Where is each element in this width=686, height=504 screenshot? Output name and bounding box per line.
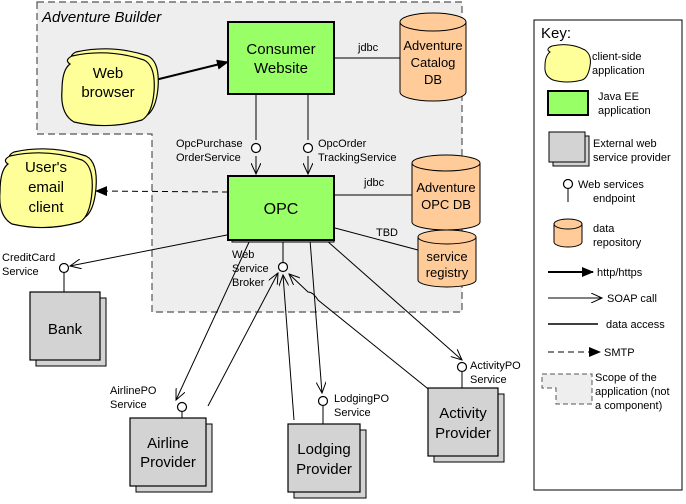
soap-link-activity [325,239,462,360]
airline-provider-label-1: Airline [147,435,189,452]
catalog-db-label-2: Catalog [411,55,456,70]
legend-label-smtp: SMTP [604,347,635,359]
lodging-provider-label-2: Provider [296,461,352,478]
adventure-opc-db-node: Adventure OPC DB [411,154,481,231]
legend-label-repository-2: repository [593,237,642,249]
opc-label: OPC [264,201,299,218]
email-client-label-3: client [28,199,64,216]
soap-link-lodging [309,239,322,393]
creditcard-label-2: Service [2,266,39,278]
adventure-catalog-db-node: Adventure Catalog DB [399,12,467,102]
tbd-link-registry [334,227,419,251]
web-browser-label-2: browser [81,84,134,101]
email-client-node: User's email client [0,148,97,229]
web-services-endpoint-icon [562,178,574,202]
legend-label-data-access: data access [606,319,665,331]
soap-link-activity-broker [289,274,433,393]
activity-provider-label-2: Provider [435,425,491,442]
data-repository-icon [553,218,583,248]
opc-tracking-label-1: OpcOrder [318,138,367,150]
activity-po-label-2: Service [470,374,507,386]
legend-label-scope-1: Scope of the [595,372,657,384]
legend-label-repository-1: data [593,223,615,235]
registry-label-2: registry [426,265,469,280]
airline-po-label-2: Service [110,399,147,411]
smtp-link-email [95,186,229,197]
consumer-website-label-1: Consumer [246,41,315,58]
legend-label-external-1: External web [593,138,657,150]
legend-label-external-2: service provider [593,152,671,164]
legend-label-client-1: client-side [592,51,642,63]
bank-node: Bank [29,291,107,367]
soap-link-airline [176,239,251,400]
lodging-provider-label-1: Lodging [297,441,350,458]
legend: Key: client-side application Java EE app… [533,19,683,491]
creditcard-endpoint [58,262,70,274]
broker-label-1: Web [232,249,254,261]
legend-label-scope-3: a component) [595,400,662,412]
web-browser-label-1: Web [93,65,124,82]
catalog-db-label-3: DB [424,72,442,87]
lodging-provider-node: Lodging Provider [287,423,367,499]
broker-endpoint [277,261,289,273]
opc-purchase-endpoint [250,142,262,154]
lodging-po-label-2: Service [334,407,371,419]
soap-link-lodging-broker [283,275,295,421]
email-client-label-2: email [28,179,64,196]
legend-label-javaee-1: Java EE [598,91,639,103]
lodging-po-label-1: LodgingPO [334,393,389,405]
tbd-label: TBD [376,227,398,239]
opc-tracking-label-2: TrackingService [318,152,396,164]
opc-db-label-1: Adventure [416,180,475,195]
opc-tracking-endpoint [302,142,314,154]
airline-po-endpoint [176,401,188,413]
activity-provider-node: Activity Provider [427,387,505,463]
activity-po-label-1: ActivityPO [470,360,521,372]
airline-po-label-1: AirlinePO [110,385,157,397]
jdbc-label-opc: jdbc [363,177,385,189]
activity-po-endpoint [456,361,468,373]
soap-link-creditcard [70,233,233,266]
web-browser-node: Web browser [61,48,159,127]
legend-label-scope-2: application (not [595,386,670,398]
lodging-po-endpoint [317,395,329,407]
registry-label-1: service [426,249,467,264]
external-web-service-provider-icon [548,131,590,167]
bank-label: Bank [48,321,83,338]
client-side-application-icon [544,44,591,83]
service-registry-node: service registry [417,229,477,288]
consumer-website-label-2: Website [254,60,308,77]
broker-label-3: Broker [232,277,265,289]
airline-provider-node: Airline Provider [129,417,213,493]
airline-provider-label-2: Provider [140,454,196,471]
opc-node: OPC [227,175,335,243]
opc-db-label-2: OPC DB [421,197,471,212]
legend-label-endpoint-2: endpoint [593,193,635,205]
consumer-website-node: Consumer Website [227,21,335,95]
broker-label-2: Service [232,263,269,275]
legend-label-http: http/https [597,267,643,279]
legend-label-client-2: application [592,65,645,77]
soap-link-airline-broker [207,273,278,407]
legend-label-javaee-2: application [598,105,651,117]
java-ee-application-icon [547,90,589,116]
http-link-browser-website [146,59,229,83]
catalog-db-label-1: Adventure [403,38,462,53]
creditcard-label-1: CreditCard [2,252,55,264]
legend-label-endpoint-1: Web services [578,179,644,191]
scope-of-application-icon [541,373,593,405]
jdbc-label-catalog: jdbc [357,42,379,54]
email-client-label-1: User's [25,159,67,176]
scope-title: Adventure Builder [41,9,162,26]
activity-provider-label-1: Activity [439,405,487,422]
legend-label-soap: SOAP call [607,293,657,305]
opc-purchase-label-2: OrderService [176,152,241,164]
opc-purchase-label-1: OpcPurchase [176,138,243,150]
legend-title: Key: [541,25,571,42]
